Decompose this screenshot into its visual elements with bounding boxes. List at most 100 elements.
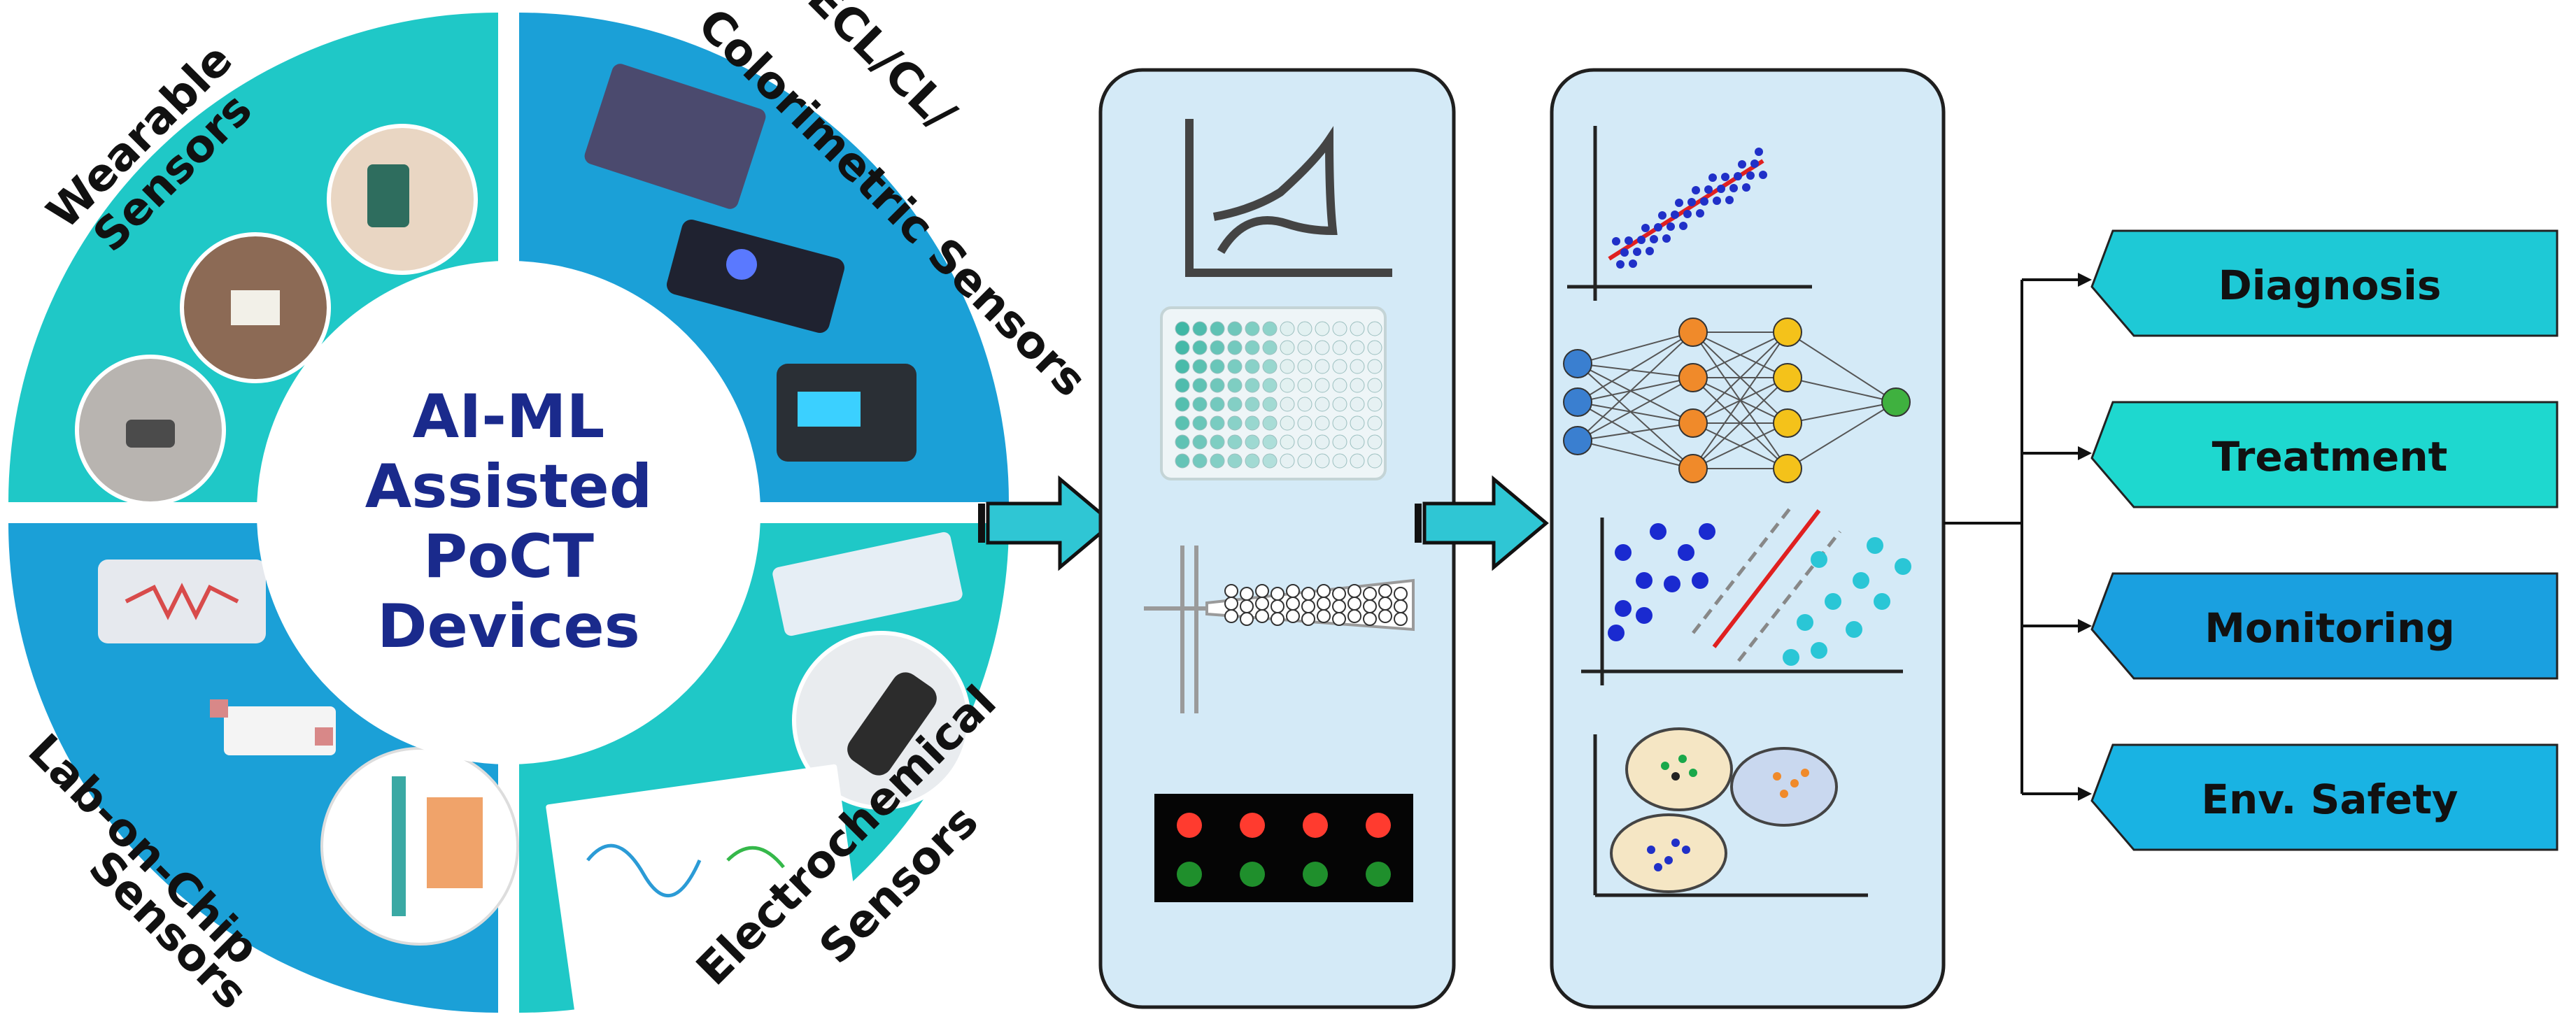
droplet	[1301, 612, 1315, 626]
cluster-point	[1801, 769, 1809, 777]
cluster-point	[1682, 846, 1690, 854]
well	[1280, 359, 1295, 374]
nn-edge	[1577, 440, 1694, 469]
nn-node	[1881, 387, 1911, 417]
droplet	[1240, 599, 1254, 613]
well	[1192, 434, 1208, 450]
regression-point	[1687, 198, 1696, 206]
droplet	[1317, 597, 1331, 611]
droplet	[1332, 612, 1346, 626]
well	[1245, 359, 1260, 374]
well	[1192, 378, 1208, 393]
well	[1175, 340, 1190, 355]
well	[1192, 359, 1208, 374]
fluorescence-array-icon	[1154, 794, 1413, 902]
regression-point	[1746, 171, 1755, 180]
droplet	[1332, 599, 1346, 613]
droplet	[1347, 609, 1361, 623]
nn-edge	[1577, 422, 1694, 441]
well	[1315, 359, 1330, 374]
well	[1315, 378, 1330, 393]
droplet	[1332, 587, 1346, 601]
well	[1210, 340, 1225, 355]
well	[1367, 340, 1382, 355]
well	[1367, 415, 1382, 431]
well	[1297, 378, 1312, 393]
red-spot	[1177, 813, 1202, 838]
well-plate-icon	[1160, 306, 1387, 480]
regression-point	[1616, 260, 1625, 269]
droplet	[1347, 597, 1361, 611]
well	[1280, 340, 1295, 355]
nn-node	[1678, 318, 1708, 347]
well	[1227, 434, 1243, 450]
droplet	[1255, 597, 1269, 611]
nn-node	[1678, 408, 1708, 438]
well	[1332, 378, 1347, 393]
clustering-icon	[1593, 727, 1868, 897]
sensor-wheel: AI-ML Assisted PoCT Devices Wearable Sen…	[8, 0, 1096, 1019]
output-boxes: Diagnosis Treatment Monitoring Env. Safe…	[2090, 229, 2559, 851]
cluster-point	[1773, 772, 1781, 781]
well	[1315, 453, 1330, 469]
cluster-point	[1671, 839, 1680, 847]
regression-point	[1742, 183, 1750, 192]
regression-point	[1646, 247, 1654, 255]
well	[1227, 359, 1243, 374]
regression-point	[1708, 173, 1717, 182]
output-treatment: Treatment	[2090, 401, 2559, 508]
svm-point-class-b	[1811, 551, 1827, 568]
well	[1367, 378, 1382, 393]
regression-point	[1650, 235, 1658, 243]
regression-point	[1620, 248, 1629, 257]
well	[1262, 321, 1278, 336]
regression-point	[1625, 236, 1633, 245]
green-spot	[1303, 862, 1328, 887]
well	[1367, 434, 1382, 450]
droplet	[1224, 609, 1238, 623]
regression-point	[1717, 185, 1725, 193]
nn-node	[1678, 454, 1708, 483]
well	[1350, 453, 1365, 469]
droplet	[1240, 587, 1254, 601]
droplet	[1317, 609, 1331, 623]
well	[1245, 340, 1260, 355]
nn-edge	[1787, 401, 1897, 469]
cluster-point	[1661, 762, 1669, 770]
arrow-to-data-panel	[978, 475, 1115, 571]
green-spot	[1177, 862, 1202, 887]
well	[1175, 453, 1190, 469]
well	[1332, 359, 1347, 374]
droplet	[1394, 587, 1408, 601]
well	[1245, 321, 1260, 336]
regression-point	[1692, 186, 1700, 194]
regression-point	[1629, 259, 1637, 268]
well	[1192, 321, 1208, 336]
ml-model-panel	[1550, 68, 1946, 1009]
well	[1280, 453, 1295, 469]
droplet	[1394, 612, 1408, 626]
svm-point-class-b	[1867, 537, 1883, 554]
arrow-to-ml-panel	[1415, 475, 1549, 571]
droplet	[1224, 597, 1238, 611]
cluster-point	[1671, 772, 1680, 781]
output-diagnosis: Diagnosis	[2090, 229, 2559, 337]
nn-edge	[1577, 401, 1694, 424]
cluster-point	[1678, 755, 1687, 763]
well	[1262, 359, 1278, 374]
well	[1350, 397, 1365, 412]
well	[1367, 359, 1382, 374]
nn-edge	[1692, 332, 1788, 469]
output-env-safety-label: Env. Safety	[2201, 776, 2458, 823]
well	[1175, 378, 1190, 393]
neural-network-icon	[1563, 318, 1911, 483]
data-acquisition-panel	[1098, 68, 1456, 1009]
well	[1350, 359, 1365, 374]
electrochemical-photos	[546, 532, 971, 1019]
nn-node	[1773, 454, 1802, 483]
voltammogram-icon	[1185, 119, 1392, 277]
well	[1210, 434, 1225, 450]
wearable-photos	[75, 124, 478, 506]
nn-node	[1773, 318, 1802, 347]
well	[1262, 340, 1278, 355]
